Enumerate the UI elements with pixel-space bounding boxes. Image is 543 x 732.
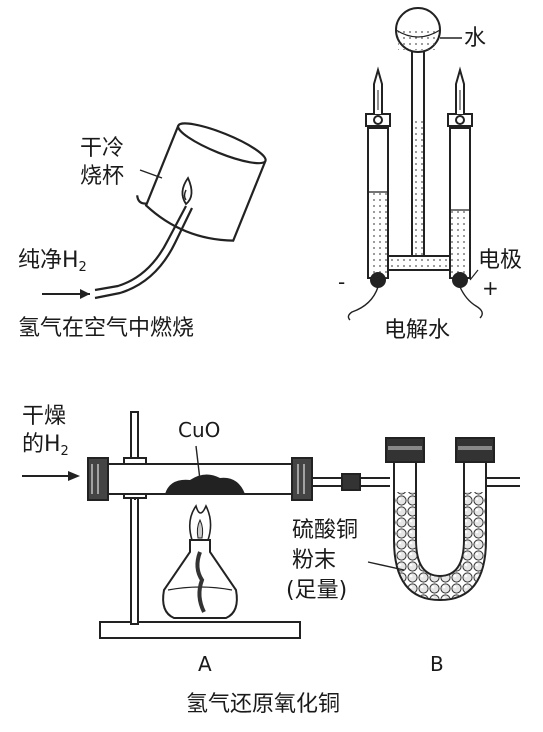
label-b: B [430, 652, 444, 676]
dry-hydrogen-label-line2: 的H2 [22, 432, 69, 459]
right-electrode [452, 272, 468, 288]
copper-sulfate-label-line1: 硫酸铜 [292, 518, 359, 543]
copper-sulfate-label-line2: 粉末 [292, 548, 337, 573]
reduction-apparatus-b [367, 437, 520, 602]
burning-apparatus [42, 122, 267, 300]
electrolysis-apparatus [347, 7, 483, 321]
flame-icon [181, 176, 193, 206]
copper-sulfate-label-line3: (足量) [286, 578, 348, 603]
left-electrode [370, 272, 386, 288]
pure-hydrogen-label: 纯净H2 [18, 248, 87, 275]
cuo-label: CuO [178, 418, 221, 442]
reduction-caption: 氢气还原氧化铜 [186, 692, 341, 717]
stand-base [99, 621, 301, 639]
cold-beaker-label-line1: 干冷 [80, 136, 125, 161]
cuo-powder [165, 474, 245, 494]
water-label: 水 [464, 26, 487, 51]
cold-beaker-label-line2: 烧杯 [80, 164, 125, 189]
label-a: A [198, 652, 212, 676]
electrolysis-caption: 电解水 [384, 318, 451, 343]
burning-caption: 氢气在空气中燃烧 [18, 316, 195, 341]
plus-sign: + [482, 276, 499, 300]
minus-sign: - [338, 270, 346, 294]
reduction-apparatus-a [22, 411, 390, 639]
electrode-label: 电极 [478, 248, 523, 273]
dry-hydrogen-label-line1: 干燥 [22, 404, 67, 429]
cold-beaker [136, 122, 267, 242]
gas-tube [94, 205, 187, 292]
